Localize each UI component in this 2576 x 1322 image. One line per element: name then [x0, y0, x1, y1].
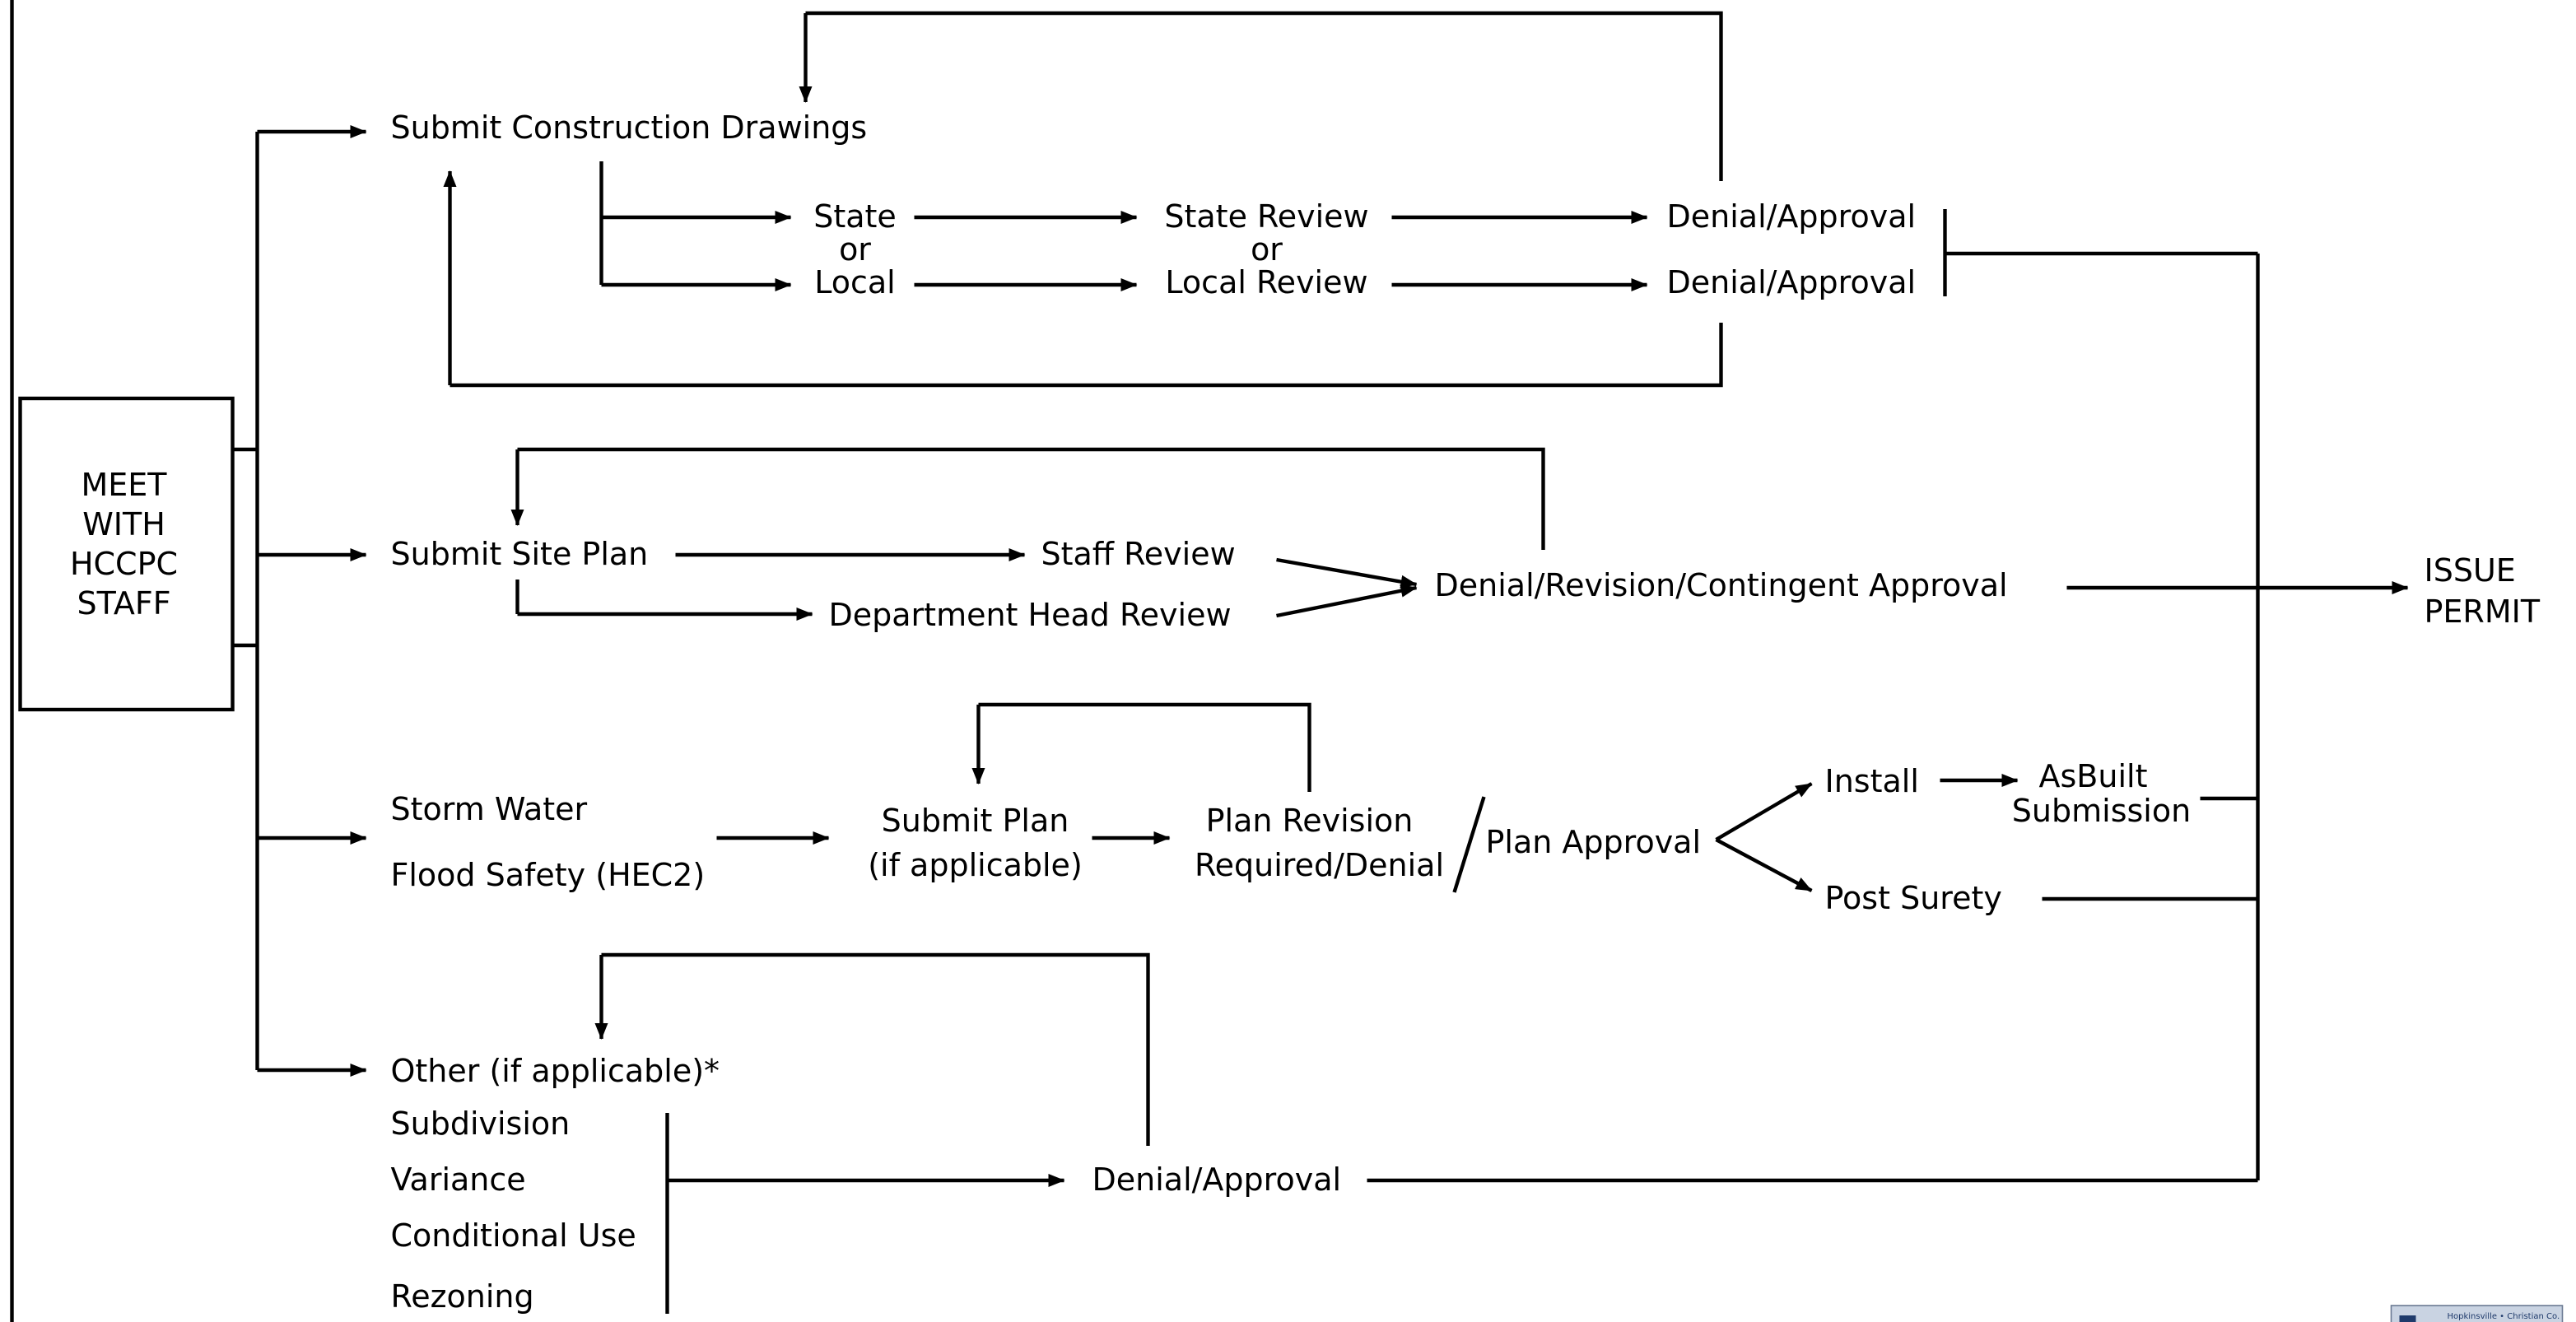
issue-permit-1: ISSUE — [2425, 552, 2516, 589]
submit-site-plan: Submit Site Plan — [391, 536, 649, 572]
or-label-2: or — [1251, 231, 1283, 268]
denial-approval-state: Denial/Approval — [1667, 198, 1917, 235]
meet-label-4: STAFF — [77, 585, 170, 621]
install: Install — [1825, 763, 1919, 799]
agency-logo: Hopkinsville • Christian Co. — [2390, 1305, 2564, 1322]
if-applicable: (if applicable) — [868, 847, 1083, 883]
rezoning: Rezoning — [391, 1278, 534, 1315]
row1-connectors — [443, 11, 2258, 388]
department-head-review: Department Head Review — [829, 597, 1232, 633]
denial-approval-local: Denial/Approval — [1667, 264, 1917, 300]
asbuilt: AsBuilt — [2039, 758, 2148, 794]
issue-permit-2: PERMIT — [2425, 594, 2541, 630]
variance: Variance — [391, 1161, 526, 1198]
row2-connectors — [510, 447, 2409, 621]
state-review-label: State Review — [1164, 198, 1368, 235]
row4-connectors — [594, 952, 2258, 1314]
submit-plan: Submit Plan — [882, 803, 1069, 839]
row3-connectors — [716, 702, 2258, 901]
or-label-1: or — [839, 231, 871, 268]
other-if-applicable: Other (if applicable)* — [391, 1053, 720, 1089]
logo-text: Hopkinsville • Christian Co. — [2448, 1312, 2560, 1321]
staff-review: Staff Review — [1041, 536, 1236, 572]
post-surety: Post Surety — [1825, 880, 2002, 916]
meet-label-3: HCCPC — [70, 546, 178, 582]
local-review-label: Local Review — [1165, 264, 1367, 300]
plan-approval: Plan Approval — [1486, 824, 1702, 860]
required-denial: Required/Denial — [1195, 847, 1444, 883]
denial-approval-other: Denial/Approval — [1092, 1161, 1342, 1198]
state-label: State — [813, 198, 897, 235]
plan-revision: Plan Revision — [1206, 803, 1414, 839]
conditional-use: Conditional Use — [391, 1217, 636, 1254]
submit-construction-drawings: Submit Construction Drawings — [391, 109, 868, 146]
meet-staff-box — [18, 396, 235, 712]
flood-safety: Flood Safety (HEC2) — [391, 857, 706, 893]
denial-revision-contingent-approval: Denial/Revision/Contingent Approval — [1435, 567, 2008, 603]
meet-label-2: WITH — [82, 506, 165, 542]
submission: Submission — [2012, 793, 2191, 829]
left-trunk — [232, 125, 367, 1077]
storm-water: Storm Water — [391, 791, 588, 827]
subdivision: Subdivision — [391, 1106, 571, 1142]
local-label: Local — [814, 264, 896, 300]
meet-label-1: MEET — [81, 467, 167, 503]
